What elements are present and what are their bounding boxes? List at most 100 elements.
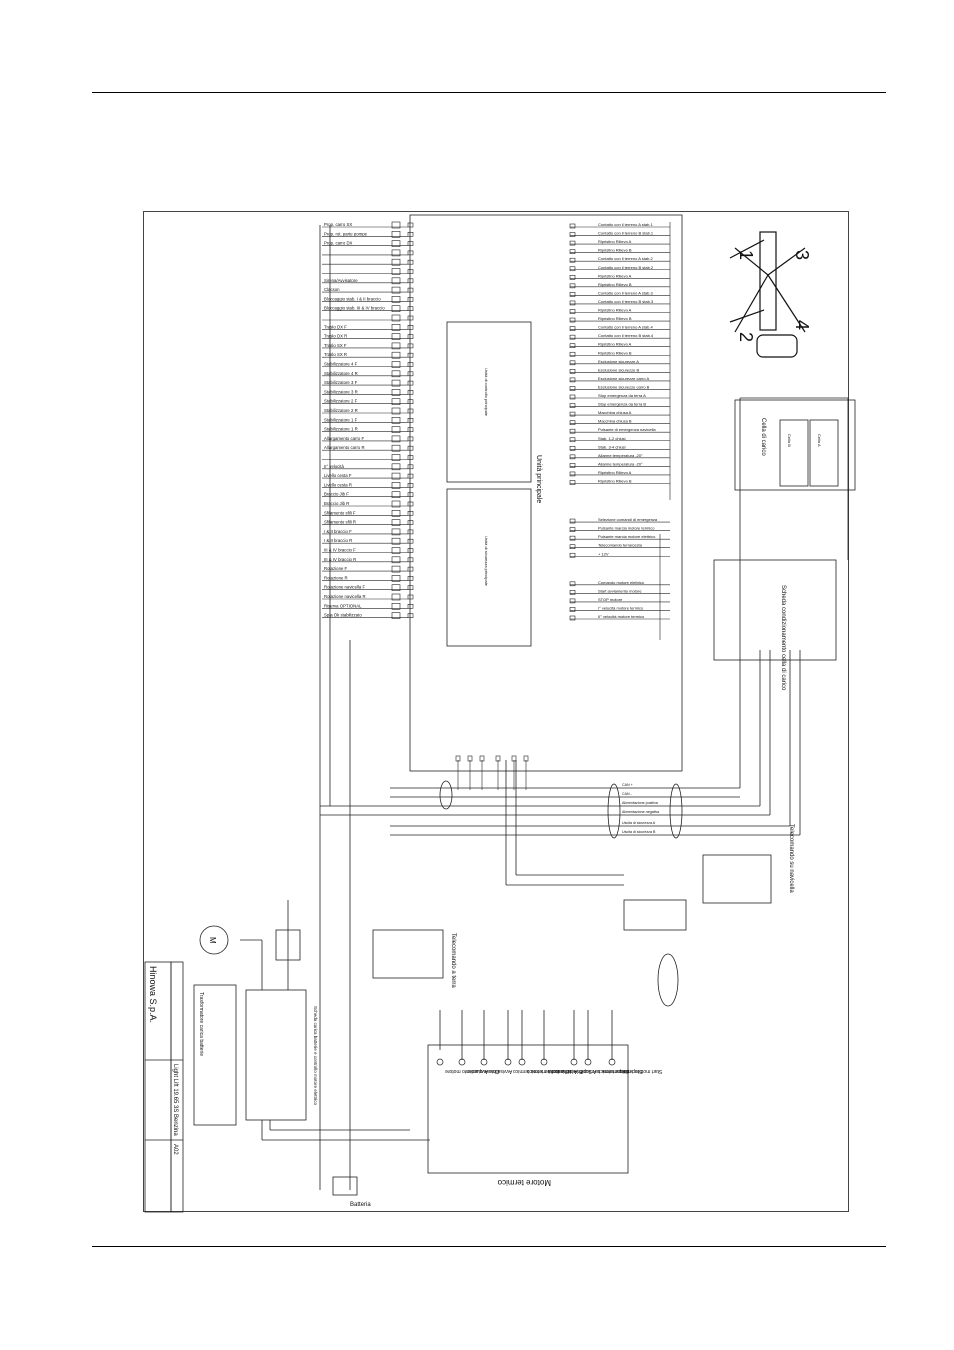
terminal [407,408,414,414]
relay-symbol [391,240,401,247]
relay-symbol [391,444,401,452]
left-output-label: Stabilizzatore 4 R [324,371,358,376]
terminal [407,455,414,460]
terminal [569,351,576,357]
terminal [569,590,576,595]
terminal [569,615,576,621]
terminal [407,362,414,367]
safety-unit-box [446,488,532,647]
right-input-label: Ripristino Rilievo B [598,282,632,287]
relay-symbol [391,231,401,238]
left-output-label: Prop. carro SX [324,222,352,227]
terminal [407,324,414,330]
terminal [407,278,414,284]
relay-symbol [391,537,401,545]
relay-symbol [391,268,401,275]
right-input-label: Pulsante marcia motore elettrico [598,534,656,539]
right-input-label: Ripristino Rilievo B [598,248,632,253]
right-input-label: Ripristino Rilievo A [598,239,632,244]
relay-symbol [391,379,401,387]
left-output-label: Braccio Jib F [324,492,349,497]
left-output-label: Stabilizzatore 1 F [324,417,358,422]
left-output-label: Stabilizzatore 1 R [324,427,358,432]
left-output-label: III & IV braccio F [324,548,356,553]
bus-wire-label: Alimentazione positiva [622,801,658,805]
bus-wire-label: Uscita di sicurezza B [622,830,656,834]
right-input-label: Ripristino Rilievo A [598,342,632,347]
motor-m-label: M [208,937,217,944]
terminal [407,343,414,349]
relay-symbol [391,407,401,415]
motor-item-label: Super/Acceleratore [549,1068,592,1074]
terminal [569,386,576,391]
right-input-label: Allarme temperatura -20° [598,461,643,466]
terminal [407,585,414,591]
relay-symbol [391,528,401,536]
relay-symbol [391,565,401,573]
relay-symbol [391,342,401,350]
remote-ground-label: Telecomando a terra [450,933,456,988]
motor-terminal-icon [570,1058,578,1066]
right-input-label: Esclusione sicurezze carro B [598,384,650,389]
relay-symbol [391,249,401,257]
right-input-label: Comando motore elettrico [598,580,645,585]
terminal [407,510,414,516]
terminal [407,334,414,339]
battery-label: Batteria [350,1202,371,1208]
terminal [569,518,576,524]
left-output-label: Allargamento carro R [324,445,365,450]
terminal [569,535,576,541]
terminal [569,292,576,297]
relay-symbol [391,556,401,564]
right-input-label: Contatto con il terreno B stab.3 [598,299,654,304]
bus-wire-label: Alimentazione negativa [622,810,659,814]
right-input-label: Ripristino Rilievo B [598,316,632,321]
terminal [407,436,414,442]
left-output-label: Traslo SX R [324,352,347,357]
machine-topview-icon [729,231,806,358]
motor-terminal-icon [518,1058,526,1066]
terminal [407,492,414,498]
relay-symbol [391,584,401,592]
motor-terminal-icon [584,1058,592,1066]
terminal [407,576,414,581]
motor-terminal-icon [458,1058,466,1066]
terminal [569,552,576,558]
cell-a-label: Cella A [817,434,822,447]
motor-terminal-icon [480,1058,488,1066]
left-output-label: Traslo DX R [324,334,347,339]
right-input-label: Contatto con il terreno A stab.4 [598,325,653,330]
relay-symbol [391,314,401,322]
left-output-label: Stabilizzatore 3 F [324,380,358,385]
right-input-label: Stop emergenza da terra A [598,393,646,398]
relay-symbol [391,602,401,610]
company-name: Hinowa S.p.A. [148,966,158,1023]
load-cell-label: Cella di carico [760,418,766,456]
motor-terminal-icon [436,1058,444,1066]
left-output-label: Allargamento carro F [324,436,364,441]
relay-symbol [391,472,401,480]
left-output-label: II° velocità [324,464,344,469]
motor-circle [199,925,229,955]
left-output-label: Stabilizzatore 2 F [324,399,358,404]
relay-symbol [391,221,401,229]
safety-unit-label: Unità di sicurezza principale [484,536,489,587]
stab-number-1: 1 [736,250,756,260]
terminal [407,417,414,423]
right-input-label: Selezione comandi di emergenza [598,517,658,522]
remote-basket-label: Telecomando su navicella [788,824,794,893]
relay-symbol [391,305,401,313]
terminal [569,437,576,443]
left-output-label: I & II braccio F [324,529,352,534]
right-input-label: Stab. 1-2 chiusi [598,436,626,441]
left-output-label: III & IV braccio R [324,557,356,562]
left-output-label: Bloccaggio stab. III & IV braccio [324,306,385,311]
left-output-label: Livello cesta R [324,482,352,487]
relay-symbol [391,333,401,340]
terminal [569,326,576,331]
terminal [569,232,576,237]
right-input-label: II° velocità motore termico [598,614,645,619]
right-input-label: Macchina chiusa B [598,419,632,424]
remote-ground-box [372,929,444,979]
drawing-frame [143,211,849,1212]
